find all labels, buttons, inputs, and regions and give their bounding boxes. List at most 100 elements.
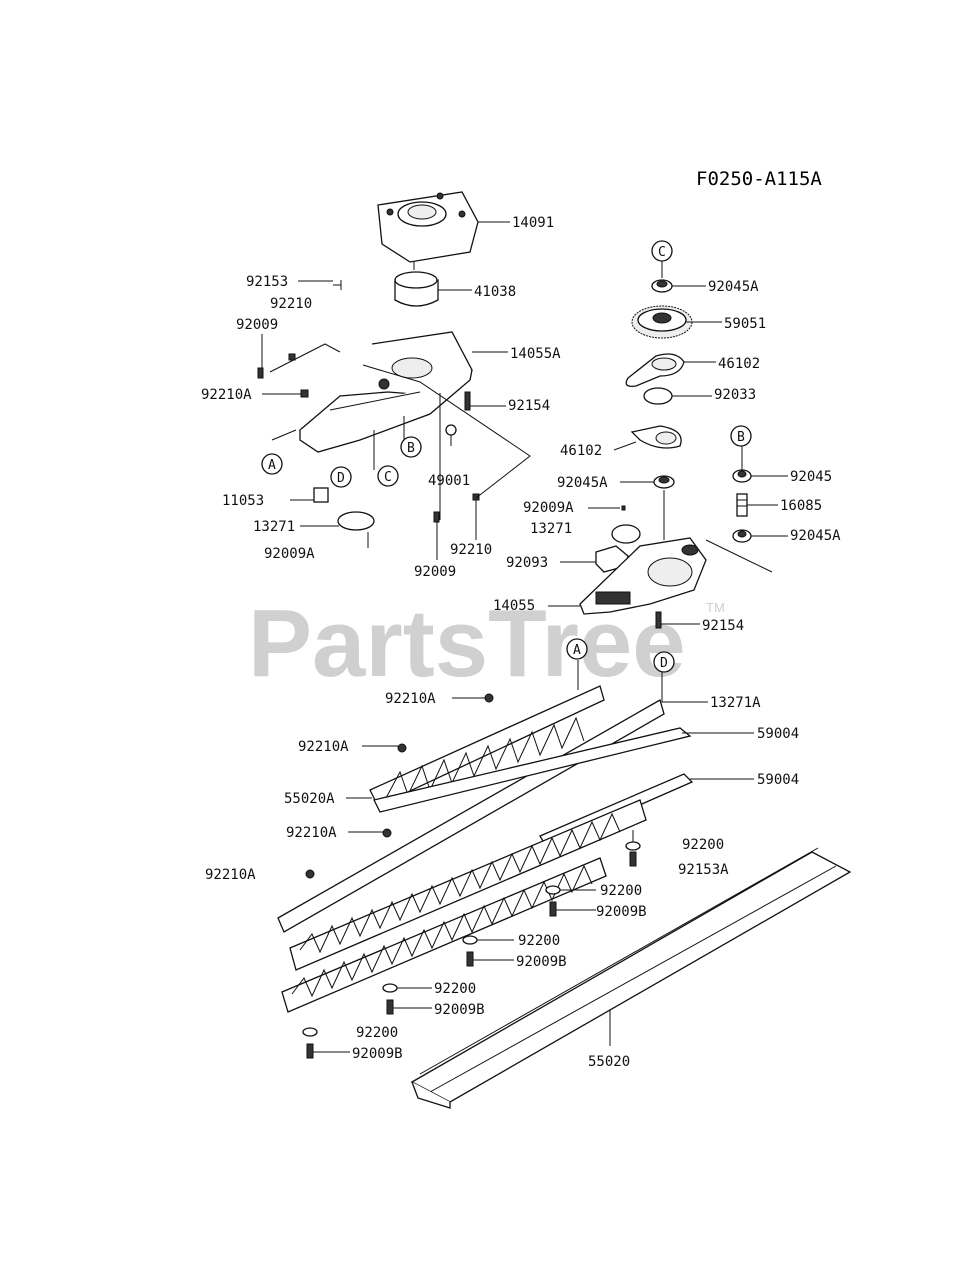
gear-59051[interactable] [631, 305, 693, 339]
bolt-92009B-icon [386, 999, 394, 1015]
washer-92200-icon [545, 885, 561, 895]
label-92045A: 92045A [708, 279, 759, 295]
bolt-92153A-icon [629, 851, 637, 867]
label-92210A: 92210A [286, 825, 337, 841]
label-14055A: 14055A [510, 346, 561, 362]
label-14055: 14055 [493, 598, 535, 614]
svg-text:B: B [407, 441, 415, 456]
gasket-13271-icon [611, 524, 641, 544]
screw-92009-icon [433, 511, 440, 523]
label-11053: 11053 [222, 493, 264, 509]
bolt-92009B-icon [549, 901, 557, 917]
screw-92009-icon [257, 367, 264, 379]
bearing-sleeve-41038[interactable] [394, 271, 439, 307]
gear-case-14055A[interactable] [298, 331, 473, 453]
crank-plate-46102-top[interactable] [625, 353, 685, 387]
nut-92210A-icon [305, 869, 315, 879]
label-92009A: 92009A [264, 546, 315, 562]
label-59051: 59051 [724, 316, 766, 332]
label-92200: 92200 [434, 981, 476, 997]
nut-92210A-icon [382, 828, 392, 838]
crank-plate-46102-lower[interactable] [630, 425, 682, 449]
svg-text:C: C [658, 245, 666, 260]
callout-D-2: D [653, 651, 675, 673]
screw-92153-icon [333, 280, 342, 290]
callout-B-2: B [730, 425, 752, 447]
label-92200: 92200 [356, 1025, 398, 1041]
washer-92200-icon [462, 935, 478, 945]
label-13271A: 13271A [710, 695, 761, 711]
label-92009: 92009 [414, 564, 456, 580]
label-92200: 92200 [682, 837, 724, 853]
label-92200: 92200 [600, 883, 642, 899]
gear-case-14055[interactable] [579, 537, 707, 615]
label-92093: 92093 [506, 555, 548, 571]
label-92153: 92153 [246, 274, 288, 290]
label-59004: 59004 [757, 726, 799, 742]
bolt-92009B-icon [306, 1043, 314, 1059]
nut-92210-icon [288, 353, 296, 361]
shaft-16085[interactable] [736, 493, 748, 517]
label-46102: 46102 [718, 356, 760, 372]
label-92154: 92154 [508, 398, 550, 414]
svg-text:A: A [268, 458, 276, 473]
label-92045A: 92045A [557, 475, 608, 491]
bolt-92154-icon [464, 391, 471, 411]
nut-92210A-icon [397, 743, 407, 753]
label-92153A: 92153A [678, 862, 729, 878]
watermark-tm: TM [706, 600, 725, 615]
label-14091: 14091 [512, 215, 554, 231]
label-13271: 13271 [253, 519, 295, 535]
callout-A-2: A [566, 638, 588, 660]
nut-92210A-icon [484, 693, 494, 703]
label-16085: 16085 [780, 498, 822, 514]
label-92009B: 92009B [596, 904, 647, 920]
label-41038: 41038 [474, 284, 516, 300]
label-92210A: 92210A [385, 691, 436, 707]
bearing-92045A-lower[interactable] [732, 529, 752, 543]
label-92210A: 92210A [205, 867, 256, 883]
svg-text:D: D [660, 656, 668, 671]
label-13271: 13271 [530, 521, 572, 537]
svg-text:C: C [384, 470, 392, 485]
diagram-id: F0250-A115A [696, 168, 822, 190]
callout-C-1: C [377, 465, 399, 487]
label-92200: 92200 [518, 933, 560, 949]
label-92009B: 92009B [352, 1046, 403, 1062]
circlip-92033-icon [643, 387, 673, 405]
screw-92009A-icon [621, 505, 626, 511]
bearing-92045A-mid[interactable] [653, 475, 675, 489]
callout-A-1: A [261, 453, 283, 475]
gear-case-cover-14091[interactable] [377, 191, 479, 263]
label-46102: 46102 [560, 443, 602, 459]
label-92033: 92033 [714, 387, 756, 403]
label-92009B: 92009B [516, 954, 567, 970]
label-92009: 92009 [236, 317, 278, 333]
label-92210: 92210 [450, 542, 492, 558]
label-55020: 55020 [588, 1054, 630, 1070]
label-92210: 92210 [270, 296, 312, 312]
nut-92210A-icon [300, 389, 309, 398]
label-92009B: 92009B [434, 1002, 485, 1018]
bearing-92045A-top[interactable] [651, 279, 673, 293]
pin-49001-icon [445, 424, 457, 436]
bolt-92154-icon [655, 611, 662, 629]
label-92210A: 92210A [298, 739, 349, 755]
callout-D-1: D [330, 466, 352, 488]
label-55020A: 55020A [284, 791, 335, 807]
label-49001: 49001 [428, 473, 470, 489]
callout-B-1: B [400, 436, 422, 458]
label-92009A: 92009A [523, 500, 574, 516]
svg-text:A: A [573, 643, 581, 658]
blade-cover-55020[interactable] [410, 847, 852, 1109]
washer-92200-icon [302, 1027, 318, 1037]
connecting-rod-59004-a[interactable] [373, 727, 692, 813]
callout-C-2: C [651, 240, 673, 262]
plate-11053-icon [313, 487, 329, 503]
blade-lower-comb[interactable] [281, 799, 647, 1013]
bolt-92009B-icon [466, 951, 474, 967]
washer-92200-icon [382, 983, 398, 993]
label-92210A: 92210A [201, 387, 252, 403]
label-92154: 92154 [702, 618, 744, 634]
bearing-92045[interactable] [732, 469, 752, 483]
